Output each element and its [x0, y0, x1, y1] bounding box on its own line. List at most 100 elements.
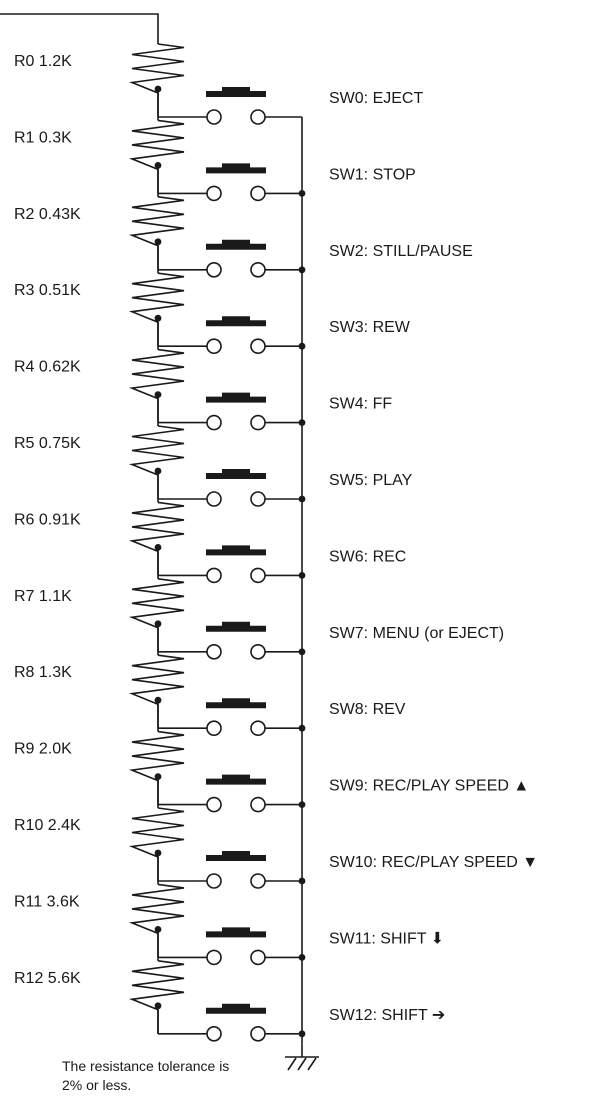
- switch-terminal-a-12: [206, 1026, 222, 1042]
- switch-terminal-b-6: [250, 567, 266, 584]
- pushbutton-6-icon: [206, 545, 266, 556]
- resistor-label-3: R3 0.51K: [14, 282, 81, 299]
- junction-left-7: [154, 620, 162, 628]
- pushbutton-11-icon: [206, 927, 266, 938]
- pushbutton-3-icon: [206, 316, 266, 327]
- switch-terminal-a-11: [206, 949, 222, 966]
- junction-right-5: [298, 495, 306, 503]
- resistor-0-icon: [128, 43, 185, 94]
- resistor-label-4: R4 0.62K: [14, 359, 81, 376]
- resistor-label-0: R0 1.2K: [14, 53, 72, 70]
- junction-right-7: [298, 648, 306, 656]
- ground-hatch-1: [297, 1057, 307, 1071]
- input-lead: [0, 13, 159, 44]
- switch-label-2: SW2: STILL/PAUSE: [329, 243, 473, 260]
- junction-right-4: [298, 419, 306, 426]
- resistor-label-12: R12 5.6K: [14, 970, 81, 987]
- switch-label-9: SW9: REC/PLAY SPEED ▲: [329, 778, 529, 795]
- switch-terminal-b-2: [250, 261, 266, 278]
- switch-terminal-b-12: [250, 1026, 266, 1042]
- switch-terminal-a-4: [206, 414, 222, 431]
- resistor-label-5: R5 0.75K: [14, 435, 81, 452]
- junction-right-9: [298, 801, 306, 808]
- junction-right-6: [298, 572, 306, 579]
- switch-label-7: SW7: MENU (or EJECT): [329, 625, 504, 642]
- stage-8: R8 1.3K SW8: REV: [14, 654, 406, 737]
- switch-terminal-a-7: [206, 643, 222, 660]
- resistor-label-2: R2 0.43K: [14, 206, 81, 223]
- pushbutton-2-icon: [206, 239, 266, 250]
- switch-label-5: SW5: PLAY: [329, 472, 413, 489]
- switch-terminal-b-3: [250, 338, 266, 355]
- resistor-label-1: R1 0.3K: [14, 129, 72, 146]
- resistor-1-icon: [128, 119, 185, 171]
- switch-terminal-a-9: [206, 796, 222, 813]
- stage-10: R10 2.4K SW10: REC/PLAY SPEED ▼: [14, 807, 538, 889]
- pushbutton-0-icon: [206, 87, 266, 97]
- switch-terminal-a-5: [206, 491, 222, 507]
- junction-right-12: [298, 1030, 306, 1038]
- stage-9: R9 2.0K SW9: REC/PLAY SPEED ▲: [14, 730, 529, 813]
- stage-1: R1 0.3K SW1: STOP: [14, 119, 416, 202]
- tolerance-note-line-2: 2% or less.: [62, 1077, 131, 1093]
- resistor-11-icon: [128, 883, 185, 935]
- stage-0: R0 1.2K SW0: EJECT: [14, 43, 423, 125]
- pushbutton-4-icon: [206, 392, 266, 403]
- resistor-5-icon: [128, 425, 185, 476]
- switch-label-0: SW0: EJECT: [329, 90, 423, 107]
- switch-label-12: SW12: SHIFT ➔: [329, 1007, 445, 1024]
- resistor-8-icon: [128, 654, 185, 705]
- resistor-label-9: R9 2.0K: [14, 741, 72, 758]
- junction-right-8: [298, 724, 306, 732]
- switch-label-10: SW10: REC/PLAY SPEED ▼: [329, 854, 538, 871]
- switch-label-11: SW11: SHIFT ⬇: [329, 930, 444, 947]
- resistor-12-icon: [128, 960, 185, 1011]
- resistor-2-icon: [128, 196, 185, 247]
- resistor-label-7: R7 1.1K: [14, 588, 72, 605]
- switch-terminal-b-0: [250, 109, 266, 125]
- switch-terminal-b-10: [250, 873, 266, 889]
- stage-5: R5 0.75K SW5: PLAY: [14, 425, 413, 507]
- junction-left-8: [154, 696, 162, 704]
- stage-4: R4 0.62K SW4: FF: [14, 348, 392, 431]
- tolerance-note-line-1: The resistance tolerance is: [62, 1058, 229, 1074]
- junction-right-1: [298, 190, 306, 197]
- pushbutton-5-icon: [206, 469, 266, 479]
- pushbutton-12-icon: [206, 1003, 266, 1014]
- junction-right-10: [298, 877, 306, 885]
- switch-terminal-b-7: [250, 643, 266, 660]
- junction-right-11: [298, 954, 306, 961]
- switch-terminal-b-9: [250, 796, 266, 813]
- pushbutton-8-icon: [206, 698, 266, 709]
- switch-terminal-a-8: [206, 720, 222, 737]
- switch-label-1: SW1: STOP: [329, 166, 416, 183]
- stage-2: R2 0.43K SW2: STILL/PAUSE: [14, 196, 473, 278]
- switch-terminal-b-1: [250, 185, 266, 202]
- junction-left-12: [154, 1002, 162, 1010]
- switch-terminal-a-10: [206, 873, 222, 889]
- resistor-10-icon: [128, 807, 185, 858]
- pushbutton-10-icon: [206, 851, 266, 861]
- switch-label-8: SW8: REV: [329, 701, 406, 718]
- resistor-label-6: R6 0.91K: [14, 511, 81, 528]
- switch-terminal-a-3: [206, 338, 222, 355]
- stage-12: R12 5.6K SW12: SHIFT ➔: [14, 960, 445, 1042]
- resistor-3-icon: [128, 272, 185, 323]
- switch-terminal-b-11: [250, 949, 266, 966]
- switch-label-4: SW4: FF: [329, 396, 392, 413]
- switch-terminal-a-6: [206, 567, 222, 584]
- switch-terminal-a-2: [206, 261, 222, 278]
- resistor-6-icon: [128, 501, 185, 553]
- switch-terminal-b-4: [250, 414, 266, 431]
- resistor-label-8: R8 1.3K: [14, 664, 72, 681]
- switch-terminal-b-8: [250, 720, 266, 737]
- resistor-7-icon: [128, 578, 185, 629]
- stage-7: R7 1.1K SW7: MENU (or EJECT): [14, 578, 504, 660]
- pushbutton-1-icon: [206, 163, 266, 174]
- ground-hatch-0: [287, 1057, 297, 1071]
- resistor-label-10: R10 2.4K: [14, 817, 81, 834]
